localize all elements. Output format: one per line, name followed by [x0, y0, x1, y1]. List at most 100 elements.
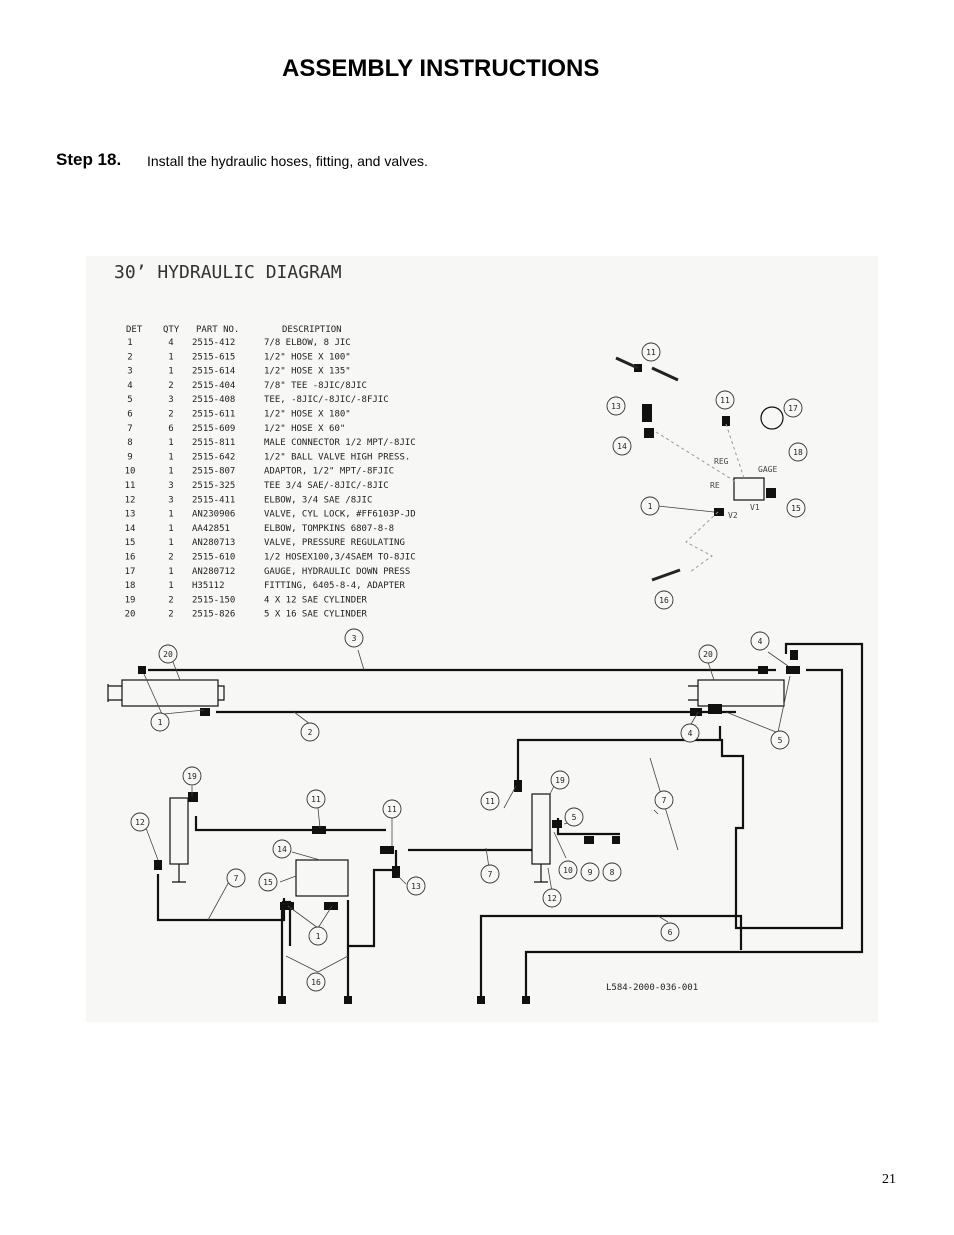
balloon-circle — [406, 876, 426, 896]
fitting-5a — [786, 666, 800, 674]
balloon-circle — [612, 436, 632, 456]
parts-row-desc: 1/2" HOSE X 60" — [264, 424, 345, 434]
parts-row-det: 11 — [125, 481, 136, 491]
diagram-title: 30’ HYDRAULIC DIAGRAM — [114, 262, 342, 283]
fitting-1d — [324, 902, 338, 910]
balloon-circle — [306, 972, 326, 992]
parts-row-det: 6 — [127, 410, 132, 420]
pressure-regulating-valve — [295, 859, 349, 897]
cylinder-20-left — [121, 679, 219, 707]
balloon-label-15: 15 — [791, 504, 801, 513]
leader-5 — [725, 675, 791, 733]
balloon-circle — [580, 862, 600, 882]
exploded-fitting-13 — [642, 404, 652, 422]
balloon-circle — [602, 862, 622, 882]
balloon-label-18: 18 — [793, 448, 803, 457]
fitting-1b — [200, 708, 210, 716]
parts-row-desc: 1/2" BALL VALVE HIGH PRESS. — [264, 452, 410, 462]
balloon-circle — [308, 926, 328, 946]
parts-row-det: 5 — [127, 395, 132, 405]
component-labels: REG GAGE RE V1 V2 — [710, 457, 777, 520]
balloon-label-16: 16 — [311, 978, 321, 987]
balloon-label-14: 14 — [277, 845, 287, 854]
balloon-circle — [150, 712, 170, 732]
balloon-circle — [258, 872, 278, 892]
parts-row-qty: 1 — [168, 510, 173, 520]
parts-row-det: 3 — [127, 367, 132, 377]
parts-row-part: AA42851 — [192, 524, 230, 534]
balloon-label-19: 19 — [187, 772, 197, 781]
balloon-label-7: 7 — [234, 874, 239, 883]
balloon-label-7: 7 — [488, 870, 493, 879]
fitting-1a — [138, 666, 146, 674]
cylinder-20-left-cap — [218, 685, 225, 701]
balloon-label-7: 7 — [662, 796, 667, 805]
step-instruction: Install the hydraulic hoses, fitting, an… — [147, 153, 428, 169]
parts-row-qty: 2 — [168, 610, 173, 620]
label-re: RE — [710, 481, 720, 490]
leader-20-right — [707, 661, 715, 681]
balloon-label-11: 11 — [485, 797, 495, 806]
balloon-label-10: 10 — [563, 866, 573, 875]
parts-row-qty: 1 — [168, 352, 173, 362]
balloon-circle — [130, 812, 150, 832]
parts-row-qty: 1 — [168, 567, 173, 577]
balloon-label-11: 11 — [387, 805, 397, 814]
parts-row-det: 17 — [125, 567, 136, 577]
balloon-circle — [640, 496, 660, 516]
fitting-13 — [392, 866, 400, 878]
balloon-circle — [750, 631, 770, 651]
balloon-label-11: 11 — [720, 396, 730, 405]
balloon-circle — [660, 922, 680, 942]
balloon-circle — [698, 644, 718, 664]
balloon-circle — [770, 730, 790, 750]
parts-row-part: H35112 — [192, 581, 225, 591]
cylinder-20-right — [697, 679, 785, 707]
leader-13 — [397, 875, 407, 885]
leader-14 — [291, 851, 321, 861]
balloon-circle — [550, 770, 570, 790]
parts-row-part: 2515-408 — [192, 395, 235, 405]
parts-row-part: 2515-325 — [192, 481, 235, 491]
balloon-label-2: 2 — [308, 728, 313, 737]
parts-row-det: 18 — [125, 581, 136, 591]
label-reg: REG — [714, 457, 729, 466]
parts-row-part: 2515-614 — [192, 367, 235, 377]
parts-row-desc: 1/2" HOSE X 100" — [264, 352, 351, 362]
balloon-circle — [715, 390, 735, 410]
page-number: 21 — [882, 1172, 896, 1187]
parts-row-det: 1 — [127, 338, 132, 348]
parts-row-part: 2515-611 — [192, 410, 235, 420]
balloon-label-5: 5 — [778, 736, 783, 745]
balloon-circle — [182, 766, 202, 786]
balloon-circle — [272, 839, 292, 859]
leader-11a — [317, 807, 321, 829]
parts-row-qty: 3 — [168, 395, 173, 405]
balloon-circle — [480, 864, 500, 884]
hose-end-16a — [278, 996, 286, 1004]
parts-row-part: 2515-412 — [192, 338, 235, 348]
balloon-label-5: 5 — [572, 813, 577, 822]
parts-row-part: AN280713 — [192, 538, 235, 548]
balloon-circle — [158, 644, 178, 664]
col-qty: QTY — [163, 325, 180, 335]
parts-row-det: 15 — [125, 538, 136, 548]
parts-row-qty: 1 — [168, 524, 173, 534]
exploded-fitting-11b — [722, 416, 730, 426]
fitting-11b — [312, 826, 326, 834]
balloon-circle — [558, 860, 578, 880]
leader-7-left — [207, 875, 233, 921]
parts-row-desc: 1/2" HOSE X 180" — [264, 410, 351, 420]
parts-row-part: AN230906 — [192, 510, 235, 520]
fitting-5b — [708, 704, 722, 714]
balloon-circle — [306, 789, 326, 809]
parts-row-desc: ELBOW, 3/4 SAE /8JIC — [264, 495, 372, 505]
label-v1: V1 — [750, 503, 760, 512]
balloon-circle — [654, 790, 674, 810]
parts-row-qty: 1 — [168, 438, 173, 448]
label-gage: GAGE — [758, 465, 777, 474]
balloon-label-9: 9 — [588, 868, 593, 877]
parts-row-qty: 2 — [168, 595, 173, 605]
balloon-circle — [542, 888, 562, 908]
